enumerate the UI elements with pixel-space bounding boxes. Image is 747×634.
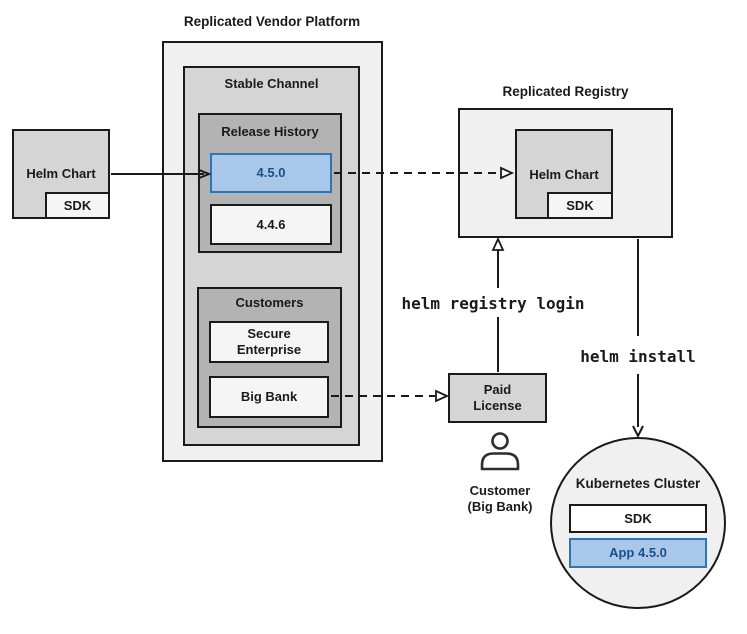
version-label: 4.5.0 [256,165,286,180]
stable-channel-title: Stable Channel [224,76,319,91]
vendor-platform-title: Replicated Vendor Platform [183,14,361,29]
sdk-label: SDK [63,197,92,213]
customers-title: Customers [235,295,304,310]
arrow-registry-to-cluster [633,239,643,436]
version-box-4-4-6: 4.4.6 [210,204,332,245]
customer-caption: Customer (Big Bank) [467,483,533,514]
helm-chart-source-sdk-box: SDK [45,192,110,219]
helm-chart-source-label: Helm Chart [26,166,96,181]
kubernetes-cluster-title: Kubernetes Cluster [575,476,701,491]
person-icon [477,428,523,476]
command-registry-login: helm registry login [401,294,585,313]
command-helm-install: helm install [580,347,696,366]
cluster-app-box: App 4.5.0 [569,538,707,568]
customer-box-secure-enterprise: Secure Enterprise [209,321,329,363]
cluster-sdk-box: SDK [569,504,707,533]
registry-title: Replicated Registry [502,84,629,99]
paid-license-label: Paid License [473,382,522,413]
customer-label: Big Bank [240,389,298,404]
sdk-label: SDK [624,510,652,526]
registry-sdk-box: SDK [547,192,613,219]
sdk-label: SDK [566,197,594,213]
version-label: 4.4.6 [256,216,286,232]
release-history-title: Release History [221,124,319,139]
paid-license-box: Paid License [448,373,547,423]
app-label: App 4.5.0 [609,545,667,560]
registry-helm-chart-label: Helm Chart [529,167,599,182]
version-box-4-5-0: 4.5.0 [210,153,332,193]
customer-box-big-bank: Big Bank [209,376,329,418]
customer-label: Secure Enterprise [236,326,302,357]
